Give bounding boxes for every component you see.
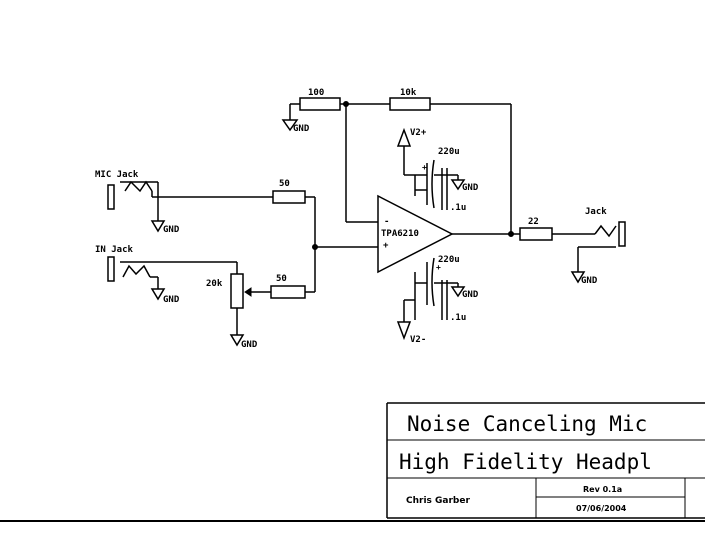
capacitor-01u-bottom-label: .1u bbox=[450, 313, 466, 323]
resistor-50-mic-label: 50 bbox=[279, 179, 290, 189]
capacitor-01u-bottom: .1u bbox=[441, 280, 466, 323]
v2plus-supply: V2+ bbox=[396, 127, 427, 176]
title-block: Noise Canceling Mic High Fidelity Headpl… bbox=[386, 402, 705, 519]
title-line-2: High Fidelity Headpl bbox=[399, 450, 652, 474]
in-jack-label: IN Jack bbox=[95, 245, 134, 255]
opamp: - TPA6210 + bbox=[377, 194, 454, 274]
ground-100: GND bbox=[281, 119, 310, 134]
svg-text:+: + bbox=[436, 263, 441, 272]
capacitor-220u-top-label: 220u bbox=[438, 147, 460, 157]
author-name: Chris Garber bbox=[406, 496, 470, 506]
in-jack: IN Jack bbox=[95, 245, 238, 289]
svg-text:GND: GND bbox=[581, 276, 598, 286]
resistor-22-label: 22 bbox=[528, 217, 539, 227]
output-jack: Jack bbox=[577, 207, 626, 272]
svg-text:GND: GND bbox=[462, 290, 479, 300]
capacitor-220u-top: + 220u bbox=[422, 147, 460, 209]
svg-text:GND: GND bbox=[462, 183, 479, 193]
svg-text:GND: GND bbox=[163, 295, 180, 305]
ground-pot: GND bbox=[229, 334, 258, 350]
capacitor-220u-bottom: + 220u bbox=[426, 255, 460, 307]
date-label: 07/06/2004 bbox=[576, 504, 627, 513]
v2minus-label: V2- bbox=[410, 335, 426, 345]
resistor-50-in: 50 bbox=[270, 274, 306, 299]
svg-text:+: + bbox=[422, 163, 427, 172]
output-jack-label: Jack bbox=[585, 207, 607, 217]
junction-dot bbox=[312, 244, 318, 250]
resistor-10k-label: 10k bbox=[400, 88, 417, 98]
potentiometer-20k-label: 20k bbox=[206, 279, 223, 289]
v2plus-label: V2+ bbox=[410, 128, 427, 138]
resistor-100: 100 bbox=[289, 88, 341, 120]
potentiometer-20k: 20k bbox=[206, 273, 252, 335]
ground-output-jack: GND bbox=[570, 271, 598, 286]
resistor-50-in-label: 50 bbox=[276, 274, 287, 284]
resistor-50-mic: 50 bbox=[272, 179, 306, 204]
ground-mic-jack: GND bbox=[150, 220, 180, 235]
resistor-22: 22 bbox=[519, 217, 553, 241]
opamp-plus: + bbox=[383, 241, 389, 251]
v2minus-supply: V2- bbox=[396, 299, 426, 345]
resistor-100-label: 100 bbox=[308, 88, 324, 98]
ground-label: GND bbox=[293, 124, 310, 134]
revision-label: Rev 0.1a bbox=[583, 485, 622, 494]
capacitor-220u-bottom-label: 220u bbox=[438, 255, 460, 265]
opamp-minus: - bbox=[384, 217, 389, 227]
opamp-part: TPA6210 bbox=[381, 229, 419, 239]
title-line-1: Noise Canceling Mic bbox=[407, 412, 647, 436]
mic-jack-label: MIC Jack bbox=[95, 170, 139, 180]
resistor-10k: 10k bbox=[389, 88, 431, 111]
ground-cap-bottom: GND bbox=[450, 286, 479, 300]
svg-text:GND: GND bbox=[163, 225, 180, 235]
ground-in-jack: GND bbox=[150, 288, 180, 305]
ground-cap-top: GND bbox=[450, 179, 479, 193]
mic-jack: MIC Jack bbox=[95, 170, 273, 221]
svg-text:GND: GND bbox=[241, 340, 258, 350]
capacitor-01u-top-label: .1u bbox=[450, 203, 466, 213]
junction-dot bbox=[508, 231, 514, 237]
